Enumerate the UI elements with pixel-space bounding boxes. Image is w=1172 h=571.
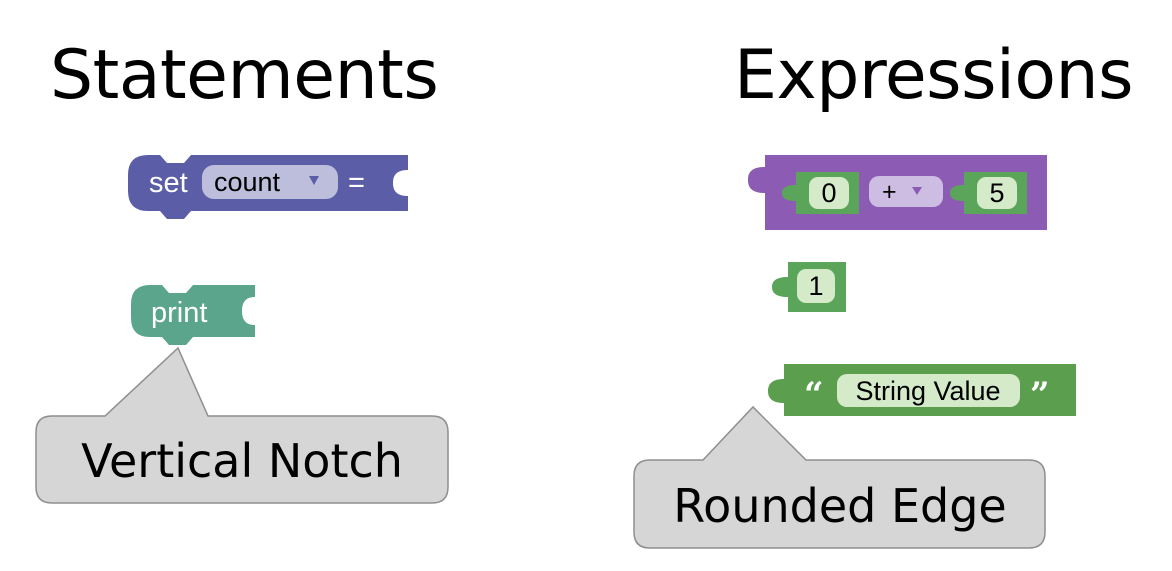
left-number-field [809, 177, 849, 209]
set-variable-block[interactable]: set count = [128, 155, 408, 219]
open-quote-icon: “ [804, 375, 824, 415]
expressions-heading: Expressions [734, 36, 1134, 115]
callout-label: Rounded Edge [673, 479, 1006, 533]
operator-dropdown[interactable]: + [869, 176, 943, 207]
right-number-field [977, 177, 1017, 209]
operator-value: + [882, 178, 897, 206]
callout-shape [35, 346, 449, 504]
dropdown-arrow-icon [912, 187, 922, 195]
close-quote-icon: ” [1030, 375, 1050, 415]
right-number-value: 5 [989, 178, 1004, 208]
print-keyword: print [151, 297, 207, 329]
string-field [837, 374, 1020, 407]
dropdown-arrow-icon [309, 176, 319, 185]
variable-dropdown-bg [202, 165, 338, 199]
operator-dropdown-bg [869, 176, 943, 207]
assign-operator: = [348, 167, 365, 199]
variable-dropdown[interactable]: count [202, 165, 338, 199]
right-operand-socket[interactable]: 5 [950, 172, 1027, 214]
left-number-value: 0 [821, 178, 836, 208]
callout-shape [633, 405, 1046, 549]
print-block[interactable]: print [131, 285, 255, 345]
variable-name: count [214, 167, 281, 197]
set-keyword: set [149, 167, 188, 199]
arithmetic-block[interactable]: 0 + 5 [748, 155, 1047, 230]
string-value: String Value [855, 376, 1000, 406]
statements-heading: Statements [50, 36, 439, 115]
number-field [797, 269, 835, 303]
callout-label: Vertical Notch [81, 434, 403, 488]
left-operand-socket[interactable]: 0 [782, 172, 859, 214]
number-block[interactable]: 1 [772, 262, 846, 312]
print-block-body [131, 285, 255, 345]
string-block[interactable]: “ String Value ” [768, 364, 1076, 416]
number-value: 1 [808, 271, 823, 301]
rounded-edge-callout: Rounded Edge [633, 405, 1046, 549]
vertical-notch-callout: Vertical Notch [35, 346, 449, 504]
